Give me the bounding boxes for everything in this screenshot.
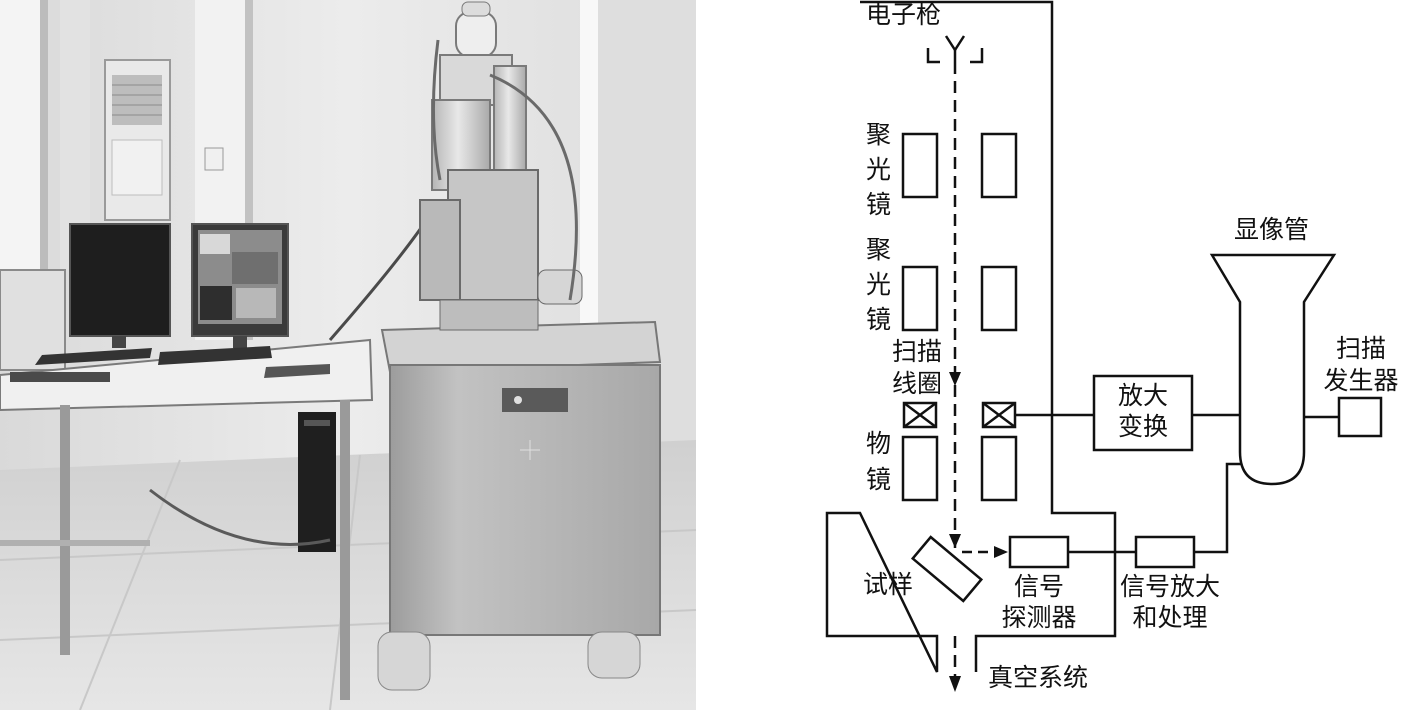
label-detector: 信号探测器 xyxy=(1001,572,1076,632)
label-crt: 显像管 xyxy=(1234,215,1309,244)
objective-lens-left xyxy=(903,437,937,500)
label-scan-generator: 扫描发生器 xyxy=(1323,334,1398,395)
sem-photo xyxy=(0,0,696,710)
sem-schematic: 电子枪 聚光镜 聚光镜 扫描线圈 物镜 试样 信号探测器 信号放大和处理 放大变… xyxy=(827,0,1399,692)
label-vacuum-system: 真空系统 xyxy=(988,663,1088,692)
vacuum-arrow xyxy=(949,676,961,692)
crt-tube xyxy=(1212,255,1334,484)
condenser-lens-1-left xyxy=(903,134,937,197)
label-electron-gun: 电子枪 xyxy=(866,0,941,29)
scan-coil-right xyxy=(983,403,1015,427)
label-condenser-lens-2: 聚光镜 xyxy=(866,235,891,334)
objective-lens-right xyxy=(982,437,1016,500)
scan-generator-box xyxy=(1339,398,1381,436)
label-signal-amp: 信号放大和处理 xyxy=(1120,572,1220,632)
condenser-lens-2-right xyxy=(982,267,1016,330)
condenser-lens-1-right xyxy=(982,134,1016,197)
signal-arrow xyxy=(994,546,1008,558)
beam-arrow xyxy=(949,372,961,386)
beam-arrow-lower xyxy=(949,534,961,548)
label-specimen: 试样 xyxy=(863,570,913,599)
signal-amp-box xyxy=(1136,537,1194,567)
label-objective-lens: 物镜 xyxy=(866,429,891,494)
scan-coil-left xyxy=(904,403,936,427)
electron-gun xyxy=(928,36,982,62)
label-scan-coil: 扫描线圈 xyxy=(892,337,942,398)
label-condenser-lens-1: 聚光镜 xyxy=(866,120,891,219)
signal-detector xyxy=(1010,537,1068,567)
amp-to-crt-wire xyxy=(1194,464,1244,552)
specimen xyxy=(913,537,982,601)
condenser-lens-2-left xyxy=(903,267,937,330)
